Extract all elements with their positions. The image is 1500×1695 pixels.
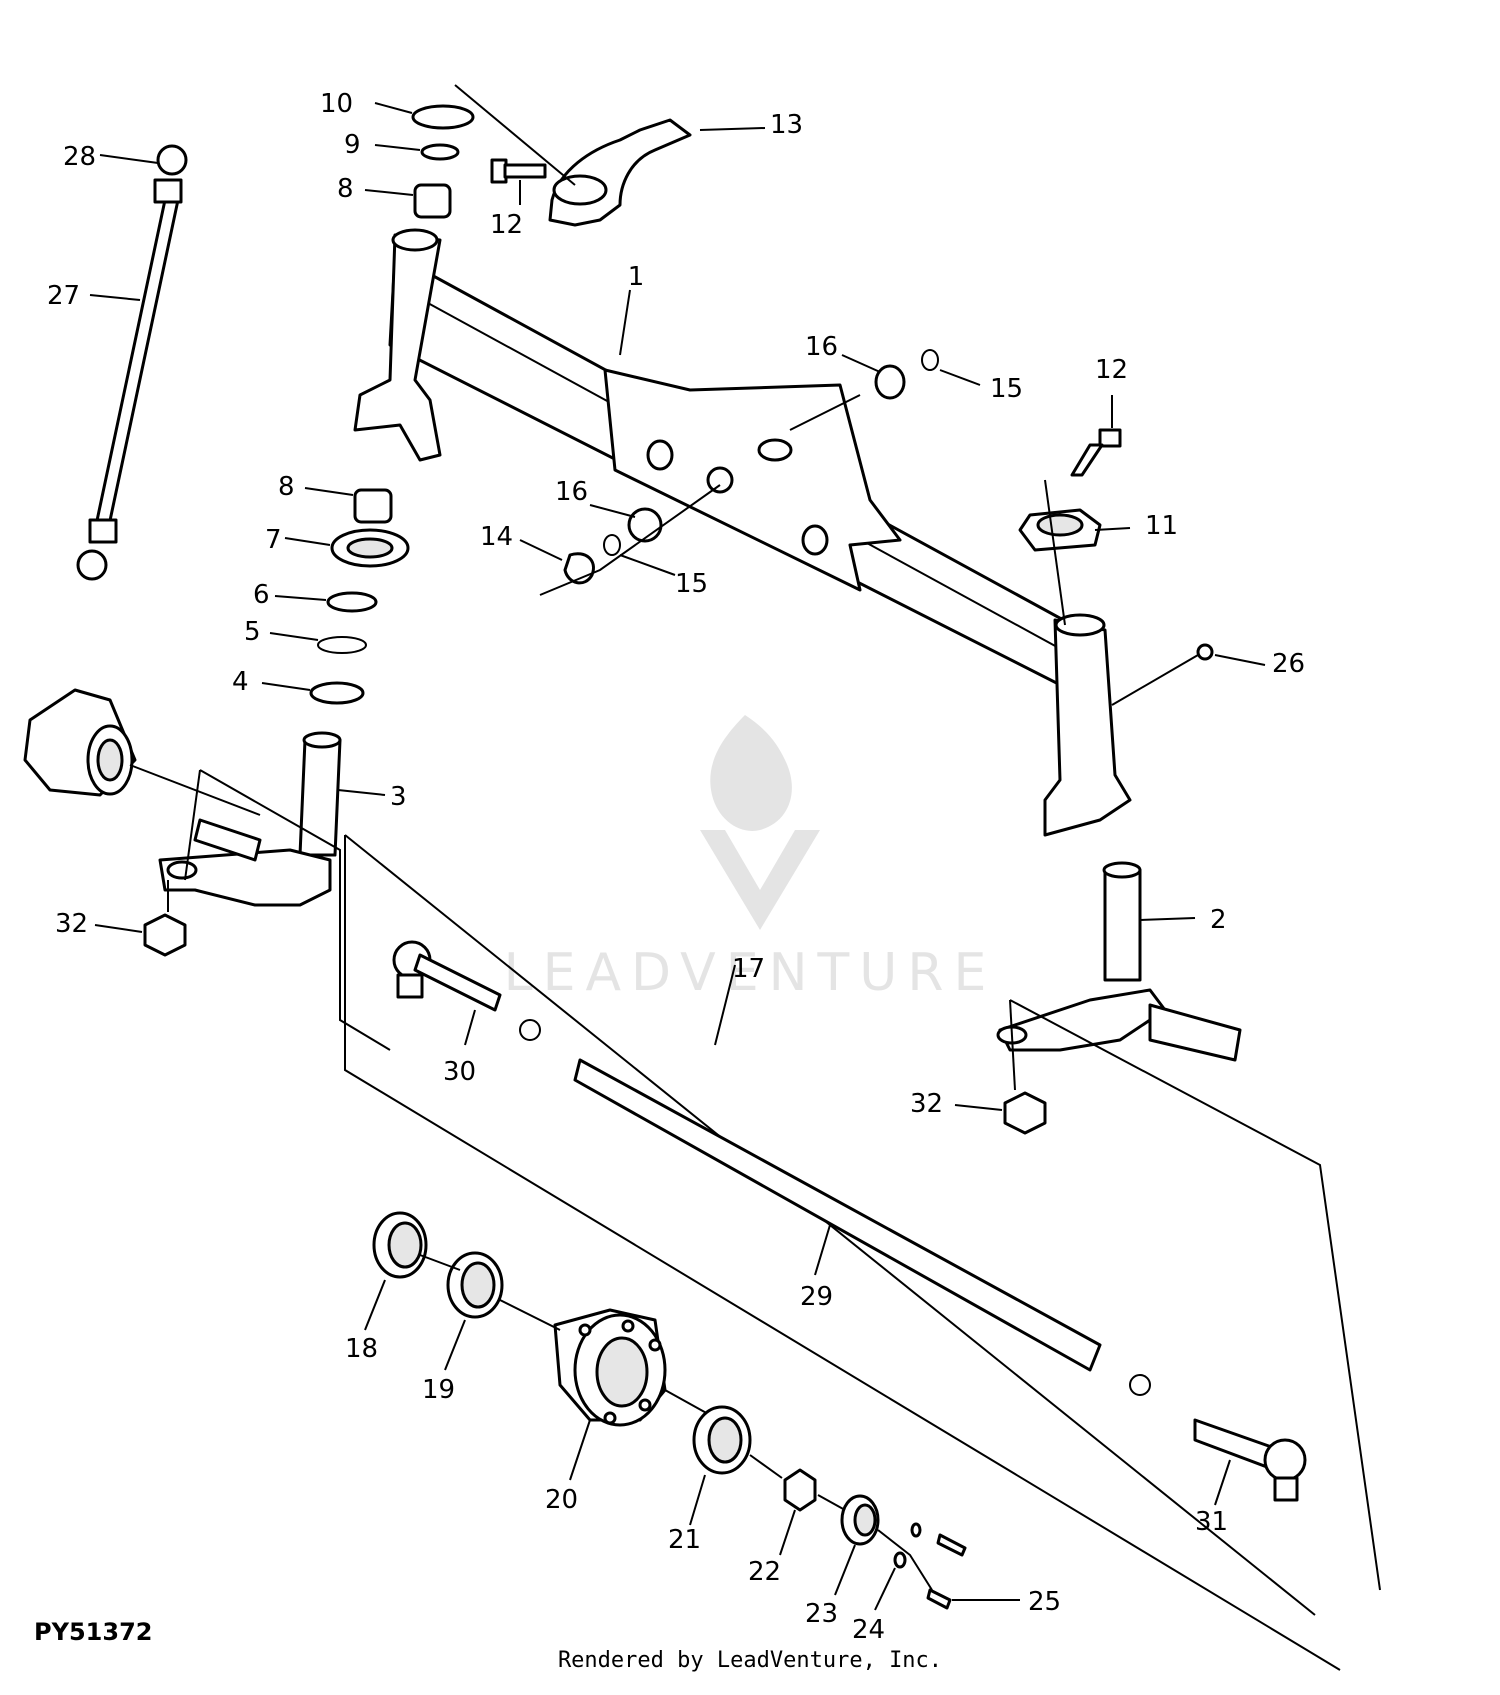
callout-32-left: 32 <box>55 909 88 939</box>
callout-7: 7 <box>265 525 282 555</box>
callout-12-top: 12 <box>490 210 523 240</box>
screw-part-25 <box>926 1533 967 1610</box>
bearing-part-21 <box>692 1405 752 1475</box>
callout-8-lower: 8 <box>278 472 295 502</box>
callout-24: 24 <box>852 1615 885 1645</box>
callout-5: 5 <box>244 617 261 647</box>
callout-4: 4 <box>232 667 249 697</box>
callout-3: 3 <box>390 782 407 812</box>
callout-13: 13 <box>770 110 803 140</box>
washer-part-10 <box>411 104 475 130</box>
bearing-part-7 <box>330 528 410 568</box>
callout-25: 25 <box>1028 1587 1061 1617</box>
nut-part-32-left <box>143 913 187 957</box>
spindle-part-3 <box>158 731 342 907</box>
nut-part-22 <box>783 1468 817 1512</box>
callout-8-top: 8 <box>337 174 354 204</box>
callout-21: 21 <box>668 1525 701 1555</box>
washer-part-24 <box>893 1551 907 1569</box>
callout-1: 1 <box>628 262 645 292</box>
callout-9: 9 <box>344 130 361 160</box>
tie-rod-end-part-30 <box>392 940 502 1012</box>
callout-17: 17 <box>732 954 765 984</box>
callout-32-right: 32 <box>910 1089 943 1119</box>
callout-22: 22 <box>748 1557 781 1587</box>
diagram-code: PY51372 <box>34 1618 153 1646</box>
seal-part-6 <box>326 591 378 613</box>
bushing-part-8-top <box>413 183 452 219</box>
callout-19: 19 <box>422 1375 455 1405</box>
callout-26: 26 <box>1272 649 1305 679</box>
hub-part-20 <box>553 1308 667 1427</box>
left-hub <box>23 688 137 797</box>
callout-30: 30 <box>443 1057 476 1087</box>
callout-18: 18 <box>345 1334 378 1364</box>
callout-2: 2 <box>1210 905 1227 935</box>
collar-part-11 <box>1018 508 1102 552</box>
bushing-part-8-lower <box>353 488 393 524</box>
callout-28: 28 <box>63 142 96 172</box>
axle-beam-part-1 <box>353 228 1132 837</box>
callout-16-lower: 16 <box>555 477 588 507</box>
bolt-part-12-top <box>490 158 547 184</box>
steering-arm-part-13 <box>548 118 692 227</box>
callout-12-right: 12 <box>1095 355 1128 385</box>
washer-part-24b <box>910 1522 922 1538</box>
watermark-text: LEADVENTURE <box>504 943 997 1003</box>
snap-ring-part-5 <box>317 636 367 654</box>
ring-part-15-lower <box>603 534 621 556</box>
callout-27: 27 <box>47 281 80 311</box>
nut-part-32-right <box>1003 1091 1047 1135</box>
bushing-part-16-lower <box>627 507 663 543</box>
callout-20: 20 <box>545 1485 578 1515</box>
callout-15-lower: 15 <box>675 569 708 599</box>
tie-rod-thread-right <box>1129 1374 1151 1396</box>
ring-part-15-upper <box>921 349 939 371</box>
bushing-part-16-upper <box>874 364 906 400</box>
callout-6: 6 <box>253 580 270 610</box>
callout-15-upper: 15 <box>990 374 1023 404</box>
bearing-part-19 <box>446 1251 504 1319</box>
callout-14: 14 <box>480 522 513 552</box>
callout-29: 29 <box>800 1282 833 1312</box>
tie-rod-tube-part-29 <box>573 1058 1102 1372</box>
bolt-part-12-right <box>1070 428 1122 477</box>
seal-part-18 <box>372 1211 428 1279</box>
callout-31: 31 <box>1195 1507 1228 1537</box>
callout-11: 11 <box>1145 511 1178 541</box>
ring-part-9 <box>420 143 460 161</box>
tie-rod-thread-left <box>519 1019 541 1041</box>
washer-part-4 <box>309 681 365 705</box>
callout-23: 23 <box>805 1599 838 1629</box>
cap-part-23 <box>840 1494 880 1546</box>
callout-10: 10 <box>320 89 353 119</box>
watermark-logo: LEADVENTURE <box>504 715 997 1003</box>
tie-rod-end-part-31 <box>1193 1418 1307 1502</box>
render-credit: Rendered by LeadVenture, Inc. <box>557 1648 943 1673</box>
spindle-part-2 <box>996 861 1242 1062</box>
grease-fitting-part-26 <box>1196 643 1214 661</box>
drag-link-part-27 <box>76 144 188 581</box>
callout-16-upper: 16 <box>805 332 838 362</box>
leader-c1 <box>619 289 631 356</box>
